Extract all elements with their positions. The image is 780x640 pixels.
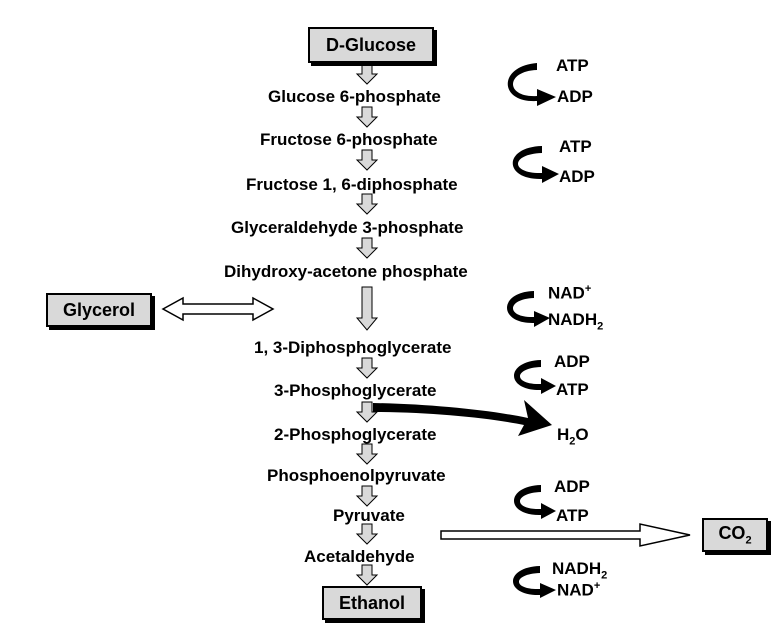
step-glucose-6-phosphate: Glucose 6-phosphate bbox=[268, 87, 441, 106]
water-arrow bbox=[373, 400, 552, 436]
step-fructose-6-phosphate: Fructose 6-phosphate bbox=[260, 130, 438, 149]
cofactor-4-top: ADP bbox=[554, 352, 590, 371]
down-arrow-11 bbox=[355, 523, 379, 545]
step-3-phosphoglycerate: 3-Phosphoglycerate bbox=[274, 381, 437, 400]
down-arrow-12 bbox=[355, 564, 379, 586]
down-arrow-1 bbox=[355, 63, 379, 85]
step-2-phosphoglycerate: 2-Phosphoglycerate bbox=[274, 425, 437, 444]
pathway-arrows bbox=[355, 63, 379, 586]
down-arrow-4 bbox=[355, 193, 379, 215]
cofactor-4-bottom: ATP bbox=[556, 380, 589, 399]
cofactor-2-bottom: ADP bbox=[559, 167, 595, 186]
step-fructose-1-6-diphosphate: Fructose 1, 6-diphosphate bbox=[246, 175, 458, 194]
co2-arrow bbox=[440, 523, 691, 547]
cofactor-arrow-1 bbox=[507, 63, 556, 106]
cofactor-1-bottom: ADP bbox=[557, 87, 593, 106]
down-arrow-3 bbox=[355, 149, 379, 171]
step-dihydroxy-acetone-phosphate: Dihydroxy-acetone phosphate bbox=[224, 262, 468, 281]
cofactor-5-top: ADP bbox=[554, 477, 590, 496]
down-arrow-9 bbox=[355, 443, 379, 465]
step-glyceraldehyde-3-phosphate: Glyceraldehyde 3-phosphate bbox=[231, 218, 464, 237]
cofactor-6-top: NADH2 bbox=[552, 559, 608, 582]
step-phosphoenolpyruvate: Phosphoenolpyruvate bbox=[267, 466, 446, 485]
cofactor-3-top: NAD+ bbox=[548, 283, 592, 303]
down-arrow-10 bbox=[355, 485, 379, 507]
co2-box-label: CO2 bbox=[718, 522, 752, 547]
start-box-label: D-Glucose bbox=[325, 35, 417, 55]
cofactor-1-top: ATP bbox=[556, 56, 589, 75]
water-label: H2O bbox=[557, 425, 589, 448]
cofactor-5-bottom: ATP bbox=[556, 506, 589, 525]
step-1-3-diphosphoglycerate: 1, 3-Diphosphoglycerate bbox=[254, 338, 452, 357]
step-acetaldehyde: Acetaldehyde bbox=[304, 547, 415, 566]
cofactor-arrow-2 bbox=[512, 146, 559, 183]
cofactor-arrow-3 bbox=[507, 291, 550, 327]
end-box-label: Ethanol bbox=[339, 593, 405, 613]
glycerol-box-label: Glycerol bbox=[62, 300, 136, 320]
cofactor-arrow-4 bbox=[514, 360, 556, 394]
down-arrow-7 bbox=[355, 357, 379, 379]
down-arrow-6 bbox=[355, 286, 379, 331]
cofactor-3-bottom: NADH2 bbox=[548, 310, 604, 333]
co2-box: CO2 bbox=[702, 518, 768, 552]
cofactor-arrow-5 bbox=[514, 485, 556, 519]
cofactor-arrow-6 bbox=[513, 566, 556, 598]
down-arrow-8 bbox=[355, 401, 379, 423]
step-pyruvate: Pyruvate bbox=[333, 506, 405, 525]
start-box-d-glucose: D-Glucose bbox=[308, 27, 434, 63]
cofactor-6-bottom: NAD+ bbox=[557, 580, 601, 600]
cofactor-curved-arrows bbox=[507, 63, 559, 598]
cofactor-2-top: ATP bbox=[559, 137, 592, 156]
down-arrow-2 bbox=[355, 106, 379, 128]
glycerol-box: Glycerol bbox=[46, 293, 152, 327]
end-box-ethanol: Ethanol bbox=[322, 586, 422, 620]
glycerol-double-arrow bbox=[161, 296, 275, 322]
down-arrow-5 bbox=[355, 237, 379, 259]
